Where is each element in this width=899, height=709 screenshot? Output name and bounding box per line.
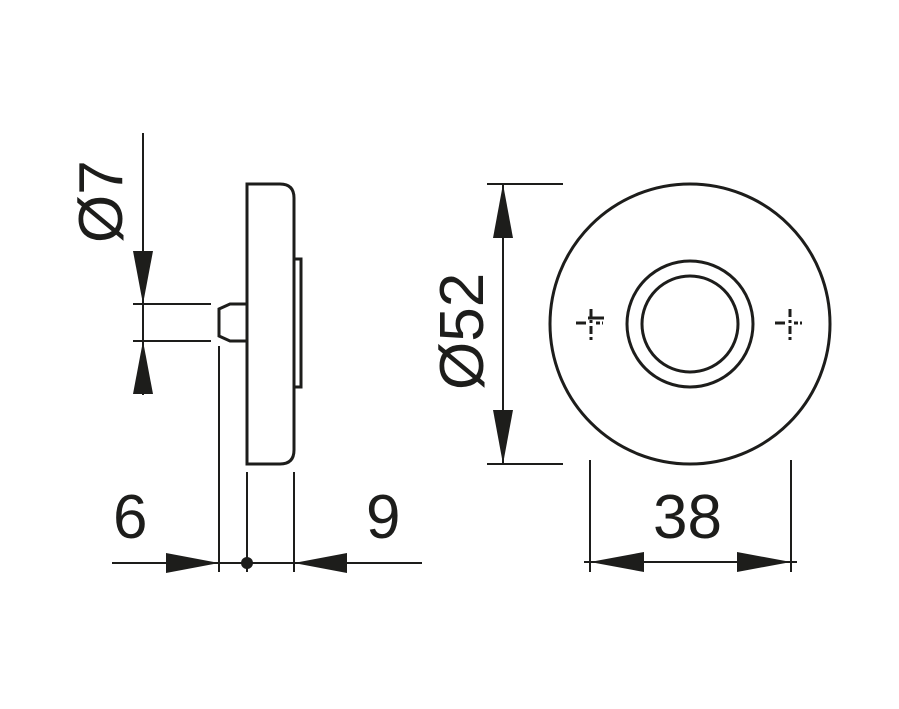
arrow-icon: [166, 553, 219, 573]
arrow-icon: [133, 341, 153, 394]
dim-rose-depth: 9: [366, 483, 400, 552]
spindle-side: [217, 302, 247, 343]
rose-plate-side: [245, 182, 296, 466]
arrow-icon: [493, 410, 513, 464]
side-view: Ø7 6 9: [67, 133, 422, 573]
dot-icon: [241, 557, 253, 569]
arrow-icon: [737, 552, 791, 572]
ring-inner: [640, 274, 740, 374]
dim-spindle-diameter: Ø7: [67, 160, 136, 243]
rose-outline: [548, 182, 832, 466]
arrow-icon: [294, 553, 347, 573]
arrow-icon: [493, 184, 513, 238]
arrow-icon: [133, 251, 153, 304]
dim-spindle-length: 6: [113, 483, 147, 552]
dim-rose-diameter: Ø52: [428, 273, 497, 390]
arrow-icon: [590, 552, 644, 572]
screw-mark-left: [576, 309, 604, 341]
front-view: Ø52 38: [428, 182, 832, 572]
ring-outer: [625, 259, 755, 389]
dim-rose-width: 38: [653, 483, 722, 552]
rose-boss-side: [294, 257, 303, 389]
screw-mark-right: [775, 309, 802, 341]
